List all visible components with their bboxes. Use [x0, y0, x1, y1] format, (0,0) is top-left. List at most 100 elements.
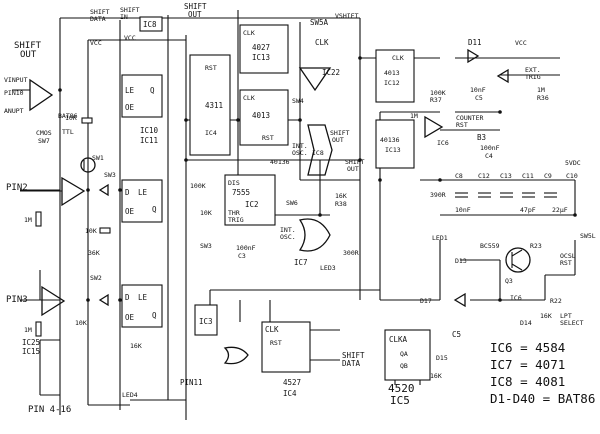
ic7555 — [224, 174, 276, 226]
buffer-pin2 — [61, 176, 86, 207]
sw7-label: SW7 — [38, 137, 50, 145]
c13-label: C13 — [500, 172, 512, 180]
ic4311-rst: RST — [205, 64, 217, 72]
q3-label: Q3 — [505, 277, 513, 285]
ic40136 — [375, 119, 415, 169]
legend-diodes: D1-D40 = BAT86 — [490, 391, 595, 406]
vinput-label: VINPUT — [4, 76, 28, 84]
d14-label: D14 — [520, 319, 532, 327]
vcc-right-label: VCC — [515, 39, 527, 47]
r16k-b-label: 16K — [335, 192, 347, 200]
buffer-pin3 — [41, 285, 66, 317]
ic4013-b-label: 4013 — [384, 69, 400, 77]
r10k-d-label: 10K — [200, 209, 212, 217]
ic4013-clk: CLK — [243, 94, 255, 102]
r22-label: R22 — [550, 297, 562, 305]
led4-label: LED4 — [122, 391, 138, 399]
ic5-label: IC5 — [390, 394, 410, 407]
cap-47pf-label: 47pF — [520, 206, 536, 214]
right-upper-section: 4013 IC12 CLK 40136 IC13 SHIFT OUT IC6 D… — [345, 38, 549, 173]
sw6-label: SW6 — [286, 199, 298, 207]
pin10-label: PIN10 — [4, 89, 24, 97]
ic8-top — [139, 16, 163, 32]
ic6-label: IC6 — [437, 139, 449, 147]
ic4027-clk: CLK — [243, 29, 255, 37]
ic3-label: IC3 — [199, 317, 213, 326]
pin3-label: PIN3 — [6, 295, 28, 305]
shift-out-right-label: SHIFT — [345, 158, 365, 166]
junction-dots — [58, 56, 577, 332]
r38-label: R38 — [335, 200, 347, 208]
input-section: SHIFT OUT VINPUT PIN10 ANUPT BAT86 CMOS … — [4, 41, 116, 415]
shift-out-top-label: SHIFT — [184, 2, 207, 11]
d17-label: D17 — [420, 297, 432, 305]
latch-2-d: D — [125, 188, 130, 197]
ic4-label: IC4 — [205, 129, 217, 137]
r36-label: R36 — [537, 94, 549, 102]
latch-1-q: Q — [150, 86, 155, 95]
ic4013 — [239, 89, 289, 146]
vcc-label-2: VCC — [124, 34, 136, 42]
pin4-16-label: PIN 4-16 — [28, 405, 71, 415]
r1m-label: 1M — [24, 216, 32, 224]
shift-out-right-label-2: OUT — [347, 165, 359, 173]
ic4013-rst: RST — [262, 134, 274, 142]
legend-ic6: IC6 = 4584 — [490, 340, 565, 355]
ic4520-clka: CLKA — [389, 335, 408, 344]
ic2-label: IC2 — [245, 200, 259, 209]
r100k-b-label: 100K — [430, 89, 446, 97]
buffer-ic6 — [424, 115, 444, 139]
legend-ic8: IC8 = 4081 — [490, 374, 565, 389]
sw5a-label: SW5A — [310, 18, 329, 27]
central-ics: 4311 RST IC4 4027 IC13 CLK 4013 CLK RST … — [189, 12, 359, 176]
latch-1 — [121, 74, 163, 118]
d13-label: D13 — [455, 257, 467, 265]
legend-ic7: IC7 = 4071 — [490, 357, 565, 372]
latch-column: LE Q OE D LE Q OE D LE Q OE IC10 IC11 LE… — [98, 74, 163, 399]
r1m-e-label: 1M — [537, 86, 545, 94]
ic8-top-label: IC8 — [143, 20, 157, 29]
ic4527-rst: RST — [270, 339, 282, 347]
shift-out-top-label-2: OUT — [188, 10, 202, 19]
bat86-label: BAT86 — [58, 112, 78, 120]
latch-3-le: LE — [138, 293, 148, 302]
r36k-label: 36K — [88, 249, 100, 257]
vcc-label-1: VCC — [90, 39, 102, 47]
c4-label: C4 — [485, 152, 493, 160]
ic4311 — [189, 54, 231, 156]
ic40136-b-label: 40136 — [380, 136, 400, 144]
latch-2-le: LE — [138, 188, 148, 197]
ic4520-qa: QA — [400, 350, 408, 358]
sw4-label: SW4 — [292, 97, 304, 105]
ic4520-label: 4520 — [388, 382, 415, 395]
sw5l-label: SW5L — [580, 232, 596, 240]
5vdc-label: 5VDC — [565, 159, 581, 167]
ic8-mid-label: IC8 — [312, 149, 324, 157]
c8-label: C8 — [455, 172, 463, 180]
cap-22uf-label: 22µF — [552, 206, 568, 214]
ic7555-label: 7555 — [232, 188, 250, 197]
shift-out-label-2: OUT — [20, 50, 37, 60]
ic4520 — [384, 329, 431, 381]
latch-1-oe: OE — [125, 103, 135, 112]
ic25-label: IC25 — [22, 338, 40, 347]
c9-label: C9 — [544, 172, 552, 180]
ic4013-b — [375, 49, 415, 103]
b3-label: B3 — [477, 133, 486, 142]
timer-trig: TRIG — [228, 216, 244, 224]
r390r-label: 390R — [430, 191, 446, 199]
r1m-b-label: 1M — [24, 326, 32, 334]
vshift-label: VSHIFT — [335, 12, 359, 20]
ic40136-label: 40136 — [270, 158, 290, 166]
timer-dis: DIS — [228, 179, 240, 187]
shift-out-mid-label: SHIFT — [330, 129, 350, 137]
ic15-label: IC15 — [22, 347, 40, 356]
latch-3 — [121, 284, 163, 328]
cap-100nf-a-label: 100nF — [236, 244, 256, 252]
ttl-label: TTL — [62, 128, 74, 136]
opamp-ic25 — [29, 78, 54, 112]
